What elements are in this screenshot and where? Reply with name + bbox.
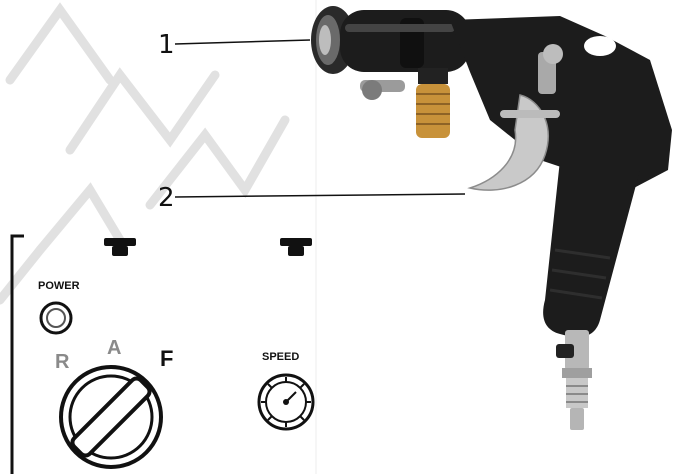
speed-label: SPEED xyxy=(262,351,300,363)
selector-label-a: A xyxy=(107,337,122,359)
callout-2-line xyxy=(174,193,466,198)
speed-dial-icon[interactable] xyxy=(256,372,316,432)
rotary-selector-icon[interactable] xyxy=(56,362,166,472)
power-button-icon[interactable] xyxy=(38,300,74,336)
selector-label-r: R xyxy=(55,351,70,373)
clip-icon xyxy=(104,238,312,256)
callout-1-line xyxy=(174,39,311,45)
power-label: POWER xyxy=(38,280,80,292)
callout-2-number: 2 xyxy=(158,183,175,213)
selector-label-f: F xyxy=(160,346,174,371)
callout-1-number: 1 xyxy=(158,30,175,60)
